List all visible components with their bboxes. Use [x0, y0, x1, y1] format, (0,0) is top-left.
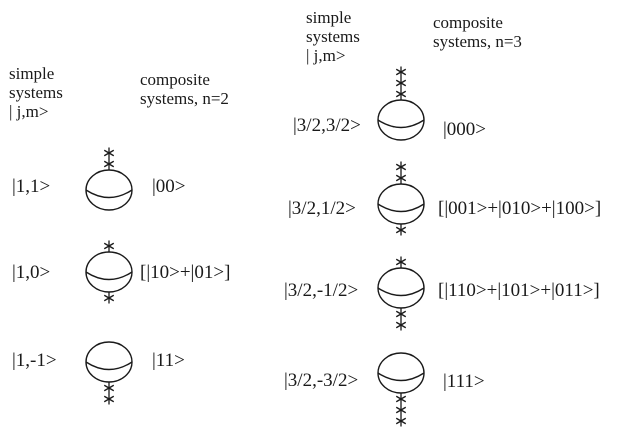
right-composite-header-line2: systems, n=3	[433, 32, 522, 51]
left-composite-state: |11>	[152, 350, 185, 371]
asterisk-icon	[395, 308, 407, 320]
left-composite-header-line1: composite	[140, 70, 210, 89]
right-simple-state: |3/2,-3/2>	[284, 370, 359, 391]
left-composite-state: |00>	[152, 176, 186, 197]
left-simple-header-line2: systems	[9, 83, 63, 102]
asterisk-icon	[395, 66, 407, 78]
asterisk-icon	[103, 292, 115, 304]
asterisk-icon	[103, 147, 115, 159]
asterisk-icon	[395, 224, 407, 236]
right-simple-header: simple systems | j,m>	[306, 8, 360, 65]
sphere-icon	[85, 251, 133, 293]
right-simple-state: |3/2,3/2>	[293, 115, 361, 136]
left-composite-header-line2: systems, n=2	[140, 89, 229, 108]
sphere-icon	[85, 169, 133, 211]
sphere-icon	[377, 352, 425, 394]
sphere-icon	[377, 267, 425, 309]
right-composite-state: [|110>+|101>+|011>]	[438, 280, 600, 301]
asterisk-icon	[395, 172, 407, 184]
right-simple-state: |3/2,-1/2>	[284, 280, 359, 301]
asterisk-icon	[395, 319, 407, 331]
asterisk-icon	[395, 161, 407, 173]
right-composite-state: [|001>+|010>+|100>]	[438, 198, 602, 219]
right-composite-header-line1: composite	[433, 13, 503, 32]
asterisk-icon	[395, 77, 407, 89]
sphere-icon	[377, 99, 425, 141]
right-simple-header-line3: | j,m>	[306, 46, 346, 65]
right-simple-header-line2: systems	[306, 27, 360, 46]
left-simple-state: |1,0>	[12, 262, 51, 283]
asterisk-icon	[395, 393, 407, 405]
asterisk-icon	[103, 393, 115, 405]
asterisk-icon	[395, 404, 407, 416]
asterisk-icon	[103, 158, 115, 170]
sphere-icon	[85, 341, 133, 383]
left-simple-state: |1,1>	[12, 176, 51, 197]
right-composite-state: |111>	[443, 371, 485, 392]
right-composite-state: |000>	[443, 119, 487, 140]
asterisk-icon	[395, 415, 407, 427]
left-simple-header: simple systems | j,m>	[9, 64, 63, 121]
left-simple-header-line1: simple	[9, 64, 55, 83]
right-composite-header: composite systems, n=3	[433, 13, 522, 51]
right-simple-state: |3/2,1/2>	[288, 198, 356, 219]
left-composite-state: [|10>+|01>]	[140, 262, 231, 283]
left-composite-header: composite systems, n=2	[140, 70, 229, 108]
sphere-icon	[377, 183, 425, 225]
asterisk-icon	[395, 88, 407, 100]
asterisk-icon	[395, 256, 407, 268]
asterisk-icon	[103, 240, 115, 252]
left-simple-header-line3: | j,m>	[9, 102, 49, 121]
right-simple-header-line1: simple	[306, 8, 352, 27]
asterisk-icon	[103, 382, 115, 394]
left-simple-state: |1,-1>	[12, 350, 57, 371]
